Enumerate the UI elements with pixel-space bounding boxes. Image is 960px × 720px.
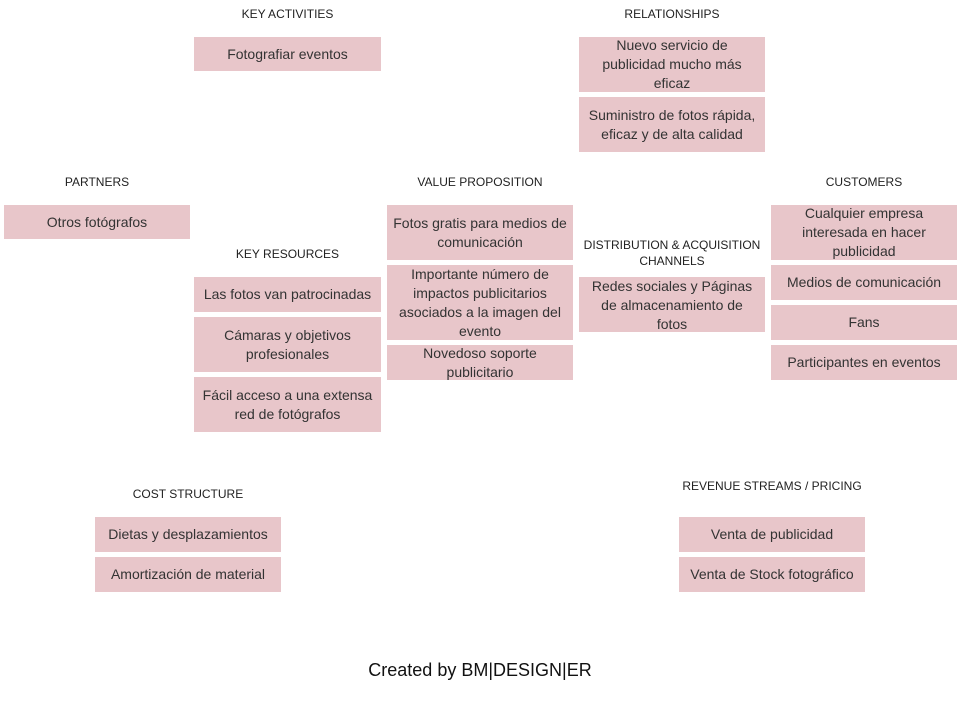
label-revenue-streams: REVENUE STREAMS / PRICING bbox=[682, 479, 862, 493]
label-value-proposition: VALUE PROPOSITION bbox=[417, 175, 543, 189]
relationship-box: Suministro de fotos rápida, eficaz y de … bbox=[579, 97, 765, 152]
customer-box: Fans bbox=[771, 305, 957, 340]
label-customers: CUSTOMERS bbox=[825, 175, 903, 189]
revenue-box: Venta de Stock fotográfico bbox=[679, 557, 865, 592]
customer-box: Participantes en eventos bbox=[771, 345, 957, 380]
partner-box: Otros fotógrafos bbox=[4, 205, 190, 239]
footer-credit: Created by BM|DESIGN|ER bbox=[368, 660, 592, 680]
label-cost-structure: COST STRUCTURE bbox=[132, 487, 244, 501]
label-distribution-channels: DISTRIBUTION & ACQUISITION CHANNELS bbox=[583, 238, 761, 268]
label-key-resources: KEY RESOURCES bbox=[235, 247, 340, 261]
cost-box: Dietas y desplazamientos bbox=[95, 517, 281, 552]
cost-box: Amortización de material bbox=[95, 557, 281, 592]
key-resource-box: Fácil acceso a una extensa red de fotógr… bbox=[194, 377, 381, 432]
revenue-box: Venta de publicidad bbox=[679, 517, 865, 552]
value-proposition-box: Importante número de impactos publicitar… bbox=[387, 265, 573, 340]
label-key-activities: KEY ACTIVITIES bbox=[241, 7, 334, 21]
distribution-channel-box: Redes sociales y Páginas de almacenamien… bbox=[579, 277, 765, 332]
relationship-box: Nuevo servicio de publicidad mucho más e… bbox=[579, 37, 765, 92]
value-proposition-box: Novedoso soporte publicitario bbox=[387, 345, 573, 380]
key-resource-box: Cámaras y objetivos profesionales bbox=[194, 317, 381, 372]
label-partners: PARTNERS bbox=[64, 175, 130, 189]
label-relationships: RELATIONSHIPS bbox=[624, 7, 720, 21]
key-activity-box: Fotografiar eventos bbox=[194, 37, 381, 71]
value-proposition-box: Fotos gratis para medios de comunicación bbox=[387, 205, 573, 260]
customer-box: Cualquier empresa interesada en hacer pu… bbox=[771, 205, 957, 260]
key-resource-box: Las fotos van patrocinadas bbox=[194, 277, 381, 312]
customer-box: Medios de comunicación bbox=[771, 265, 957, 300]
